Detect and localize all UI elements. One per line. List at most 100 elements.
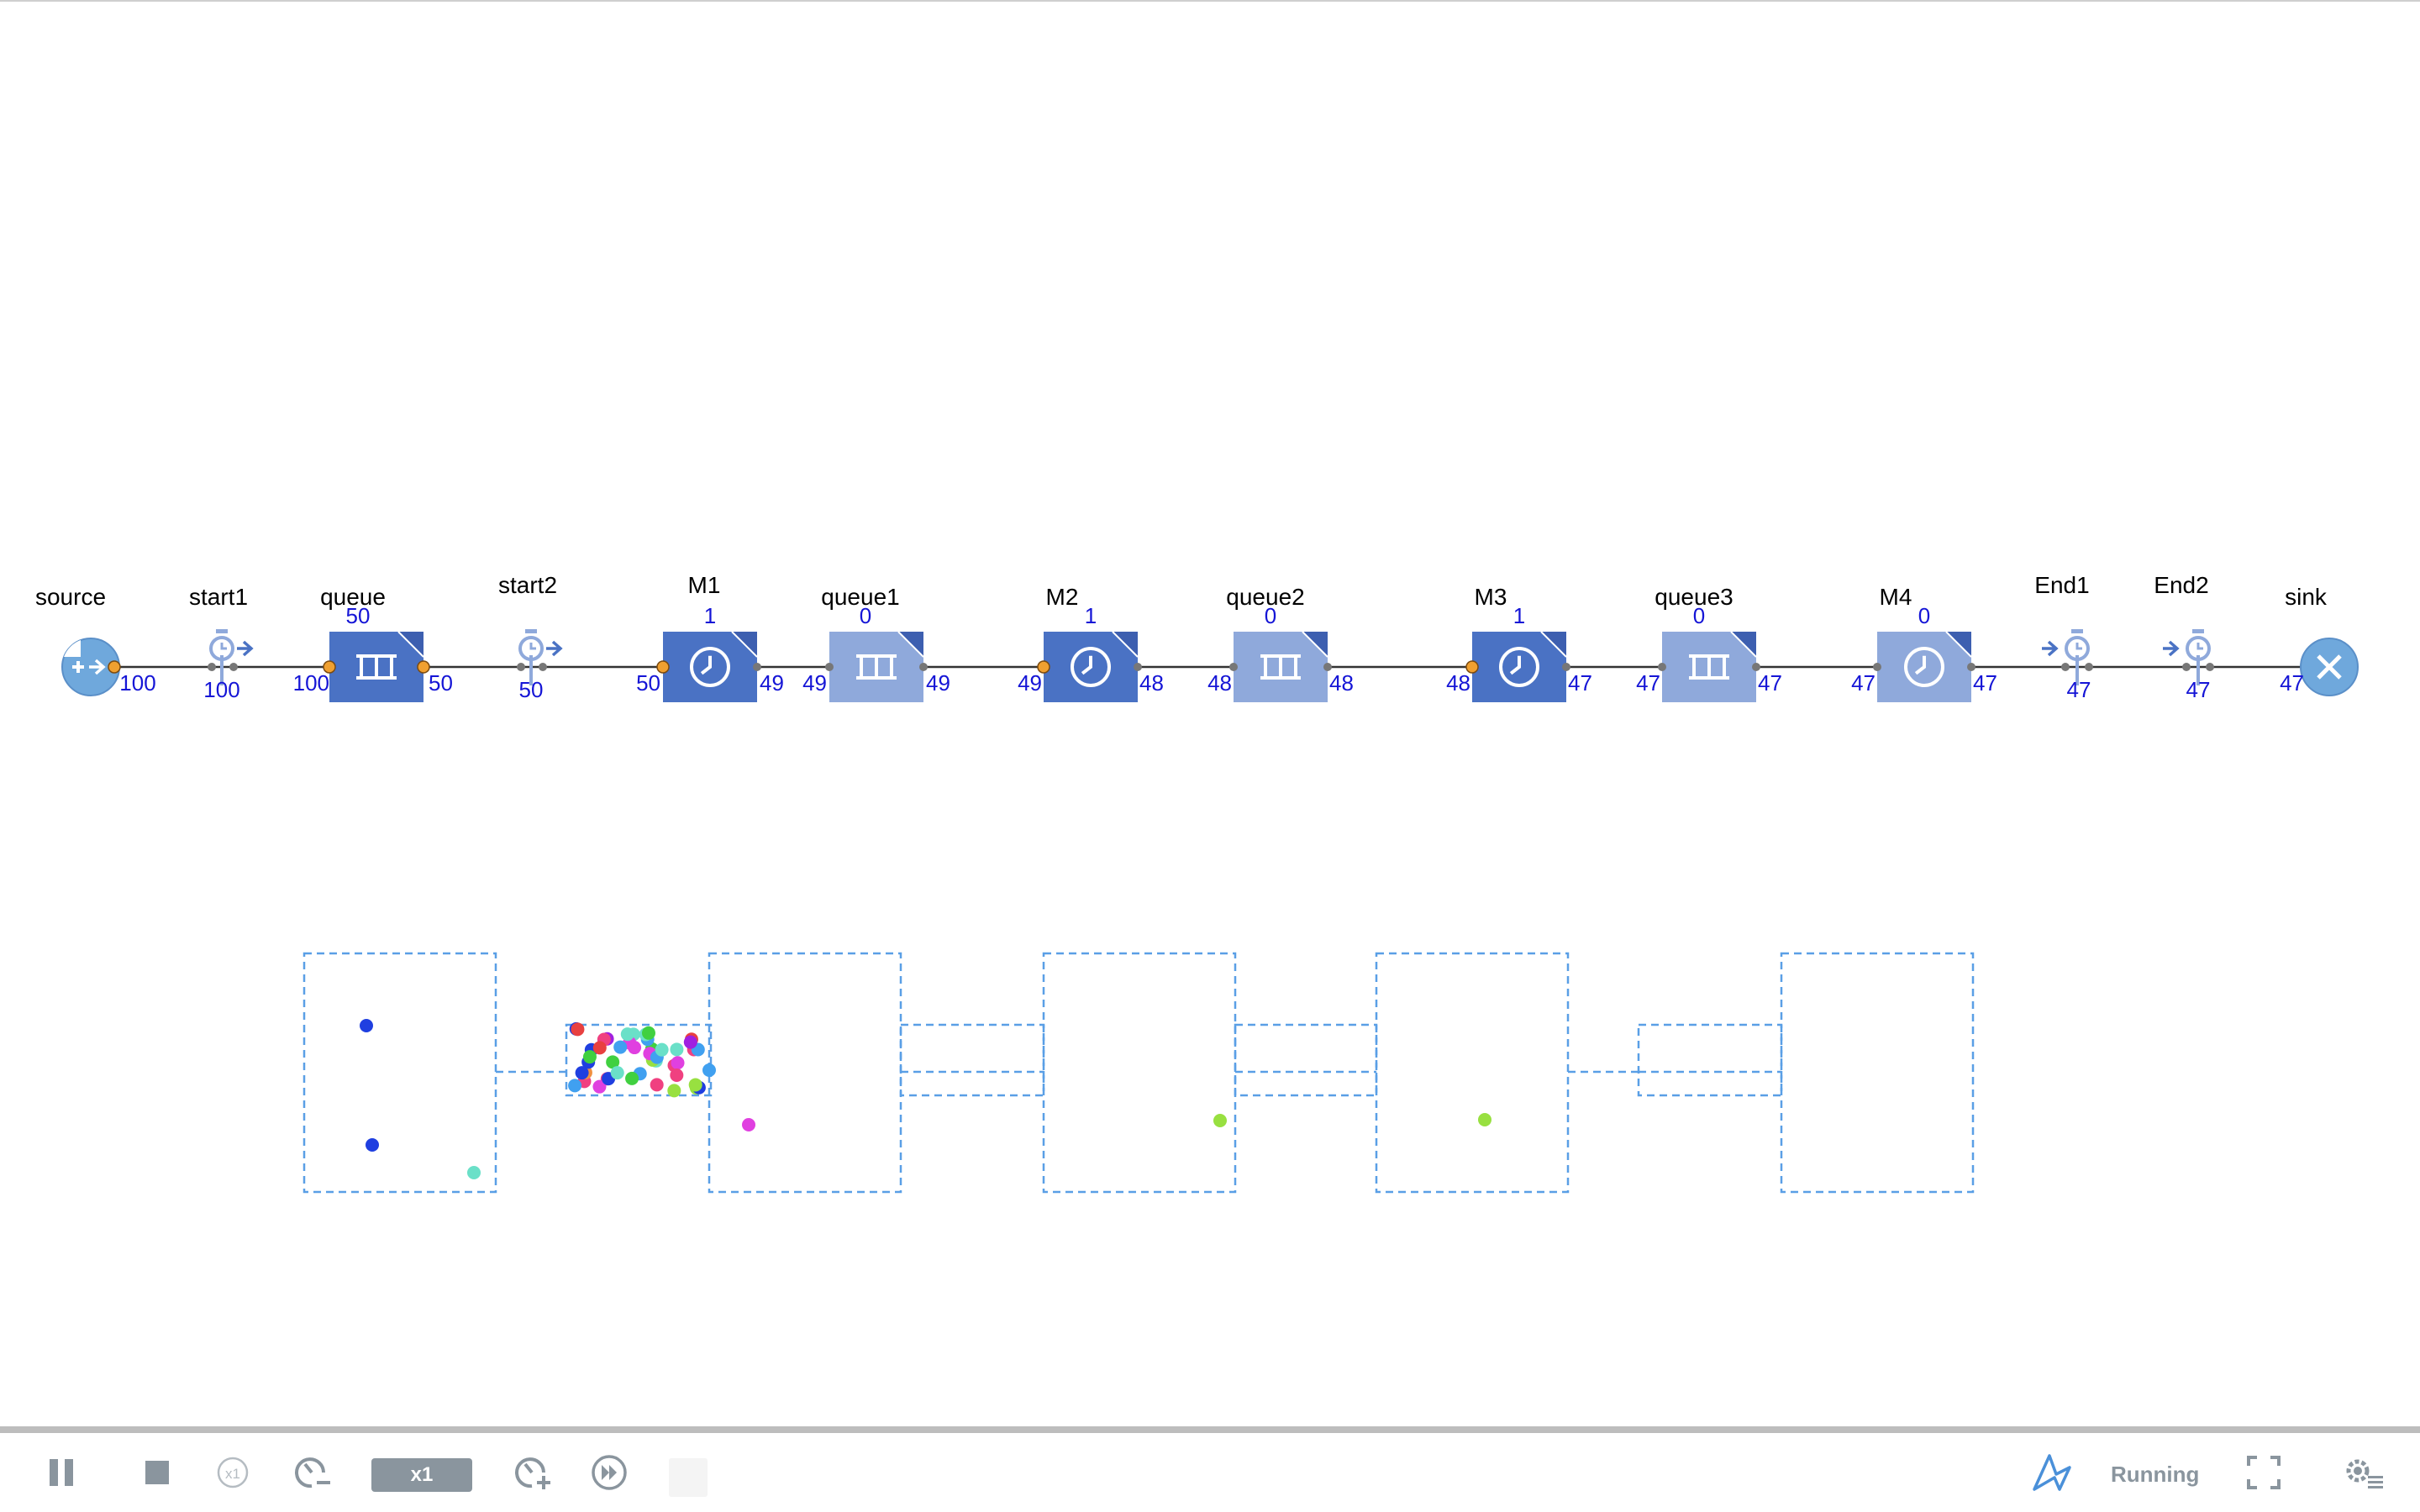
settings-button[interactable] xyxy=(2339,1452,2386,1494)
agent-dot[interactable] xyxy=(688,1078,702,1092)
simulation-toolbar: x1 x1 Running xyxy=(0,1433,2420,1512)
stopwatch-icon xyxy=(2186,636,2211,661)
agent-dot[interactable] xyxy=(582,1050,597,1064)
start2-in-port[interactable] xyxy=(517,663,525,671)
port-count-queue2-0: 48 xyxy=(1207,670,1232,696)
agent-dot[interactable] xyxy=(628,1041,642,1055)
agent-dot[interactable] xyxy=(683,1035,697,1049)
agent-dot[interactable] xyxy=(670,1042,684,1057)
queue-icon xyxy=(1689,654,1729,680)
queue1-in-port[interactable] xyxy=(825,663,834,671)
agent-dot[interactable] xyxy=(655,1042,669,1057)
fast-forward-button[interactable] xyxy=(588,1452,630,1494)
agent-dot[interactable] xyxy=(650,1078,664,1092)
port-count-M4-1: 47 xyxy=(1973,670,1997,696)
start2-out-port[interactable] xyxy=(539,663,547,671)
agent-dot[interactable] xyxy=(360,1019,373,1032)
agent-dot[interactable] xyxy=(625,1071,639,1085)
stopwatch-icon xyxy=(2065,636,2090,661)
queue-in-port[interactable] xyxy=(323,660,336,674)
block-count-M1: 1 xyxy=(704,603,716,628)
agent-dot[interactable] xyxy=(613,1040,628,1054)
block-label-M2: M2 xyxy=(1046,584,1079,610)
queue2-in-port[interactable] xyxy=(1229,663,1238,671)
agent-dot[interactable] xyxy=(671,1056,685,1070)
agent-dot[interactable] xyxy=(702,1063,716,1077)
agent-dot[interactable] xyxy=(667,1084,681,1098)
port-count-start2-0: 50 xyxy=(519,677,544,702)
port-count-start1-0: 100 xyxy=(203,677,239,702)
anylogic-logo[interactable] xyxy=(2030,1452,2075,1494)
agent-dot[interactable] xyxy=(641,1026,655,1040)
M4-in-port[interactable] xyxy=(1873,663,1881,671)
port-count-M2-1: 48 xyxy=(1139,670,1164,696)
agent-dot[interactable] xyxy=(575,1066,589,1080)
speed-up-button[interactable] xyxy=(511,1452,553,1494)
agent-dot[interactable] xyxy=(568,1079,582,1093)
agent-dot[interactable] xyxy=(606,1055,620,1069)
agent-dot[interactable] xyxy=(742,1118,755,1131)
End2-out-port[interactable] xyxy=(2206,663,2214,671)
M1-out-port[interactable] xyxy=(753,663,761,671)
M3-out-port[interactable] xyxy=(1562,663,1570,671)
agent-dot[interactable] xyxy=(467,1166,481,1179)
agent-dot[interactable] xyxy=(592,1041,607,1055)
start1-in-port[interactable] xyxy=(208,663,216,671)
queue-out-port[interactable] xyxy=(417,660,430,674)
queue2-out-port[interactable] xyxy=(1323,663,1332,671)
queue3-out-port[interactable] xyxy=(1752,663,1760,671)
start1-out-port[interactable] xyxy=(229,663,238,671)
agent-dot[interactable] xyxy=(366,1138,379,1152)
queue1-out-port[interactable] xyxy=(919,663,928,671)
status-label: Running xyxy=(2111,1462,2200,1487)
End1-in-port[interactable] xyxy=(2061,663,2070,671)
agent-dot[interactable] xyxy=(610,1066,624,1080)
slow-down-icon xyxy=(295,1457,330,1488)
M1-in-port[interactable] xyxy=(656,660,670,674)
stop-button[interactable] xyxy=(136,1452,178,1494)
End1-out-port[interactable] xyxy=(2085,663,2093,671)
M2-out-port[interactable] xyxy=(1134,663,1142,671)
port-count-M1-1: 49 xyxy=(760,670,784,696)
queue2-area xyxy=(1234,1023,1378,1097)
pause-button[interactable] xyxy=(40,1452,82,1494)
agent-dot[interactable] xyxy=(1478,1113,1491,1126)
blank-control[interactable] xyxy=(669,1458,708,1497)
M3-in-port[interactable] xyxy=(1465,660,1479,674)
reset-speed-button[interactable]: x1 xyxy=(212,1452,254,1494)
speed-indicator: x1 xyxy=(371,1458,472,1492)
clock-icon xyxy=(1904,647,1944,687)
block-count-queue2: 0 xyxy=(1265,603,1276,628)
M4-out-port[interactable] xyxy=(1967,663,1975,671)
fullscreen-button[interactable] xyxy=(2242,1452,2286,1494)
port-count-M3-0: 48 xyxy=(1446,670,1470,696)
agent-dot[interactable] xyxy=(571,1022,585,1037)
queue3-in-port[interactable] xyxy=(1658,663,1666,671)
agent-dot[interactable] xyxy=(1213,1114,1227,1127)
M2-in-port[interactable] xyxy=(1037,660,1050,674)
agent-dot[interactable] xyxy=(620,1027,634,1042)
block-count-queue3: 0 xyxy=(1693,603,1705,628)
End2-in-port[interactable] xyxy=(2182,663,2191,671)
slow-down-button[interactable] xyxy=(291,1452,333,1494)
agent-dot[interactable] xyxy=(592,1079,607,1094)
port-count-queue2-1: 48 xyxy=(1329,670,1354,696)
agent-dot[interactable] xyxy=(670,1068,684,1083)
top-border xyxy=(0,0,2420,2)
source-out-port[interactable] xyxy=(108,660,121,674)
